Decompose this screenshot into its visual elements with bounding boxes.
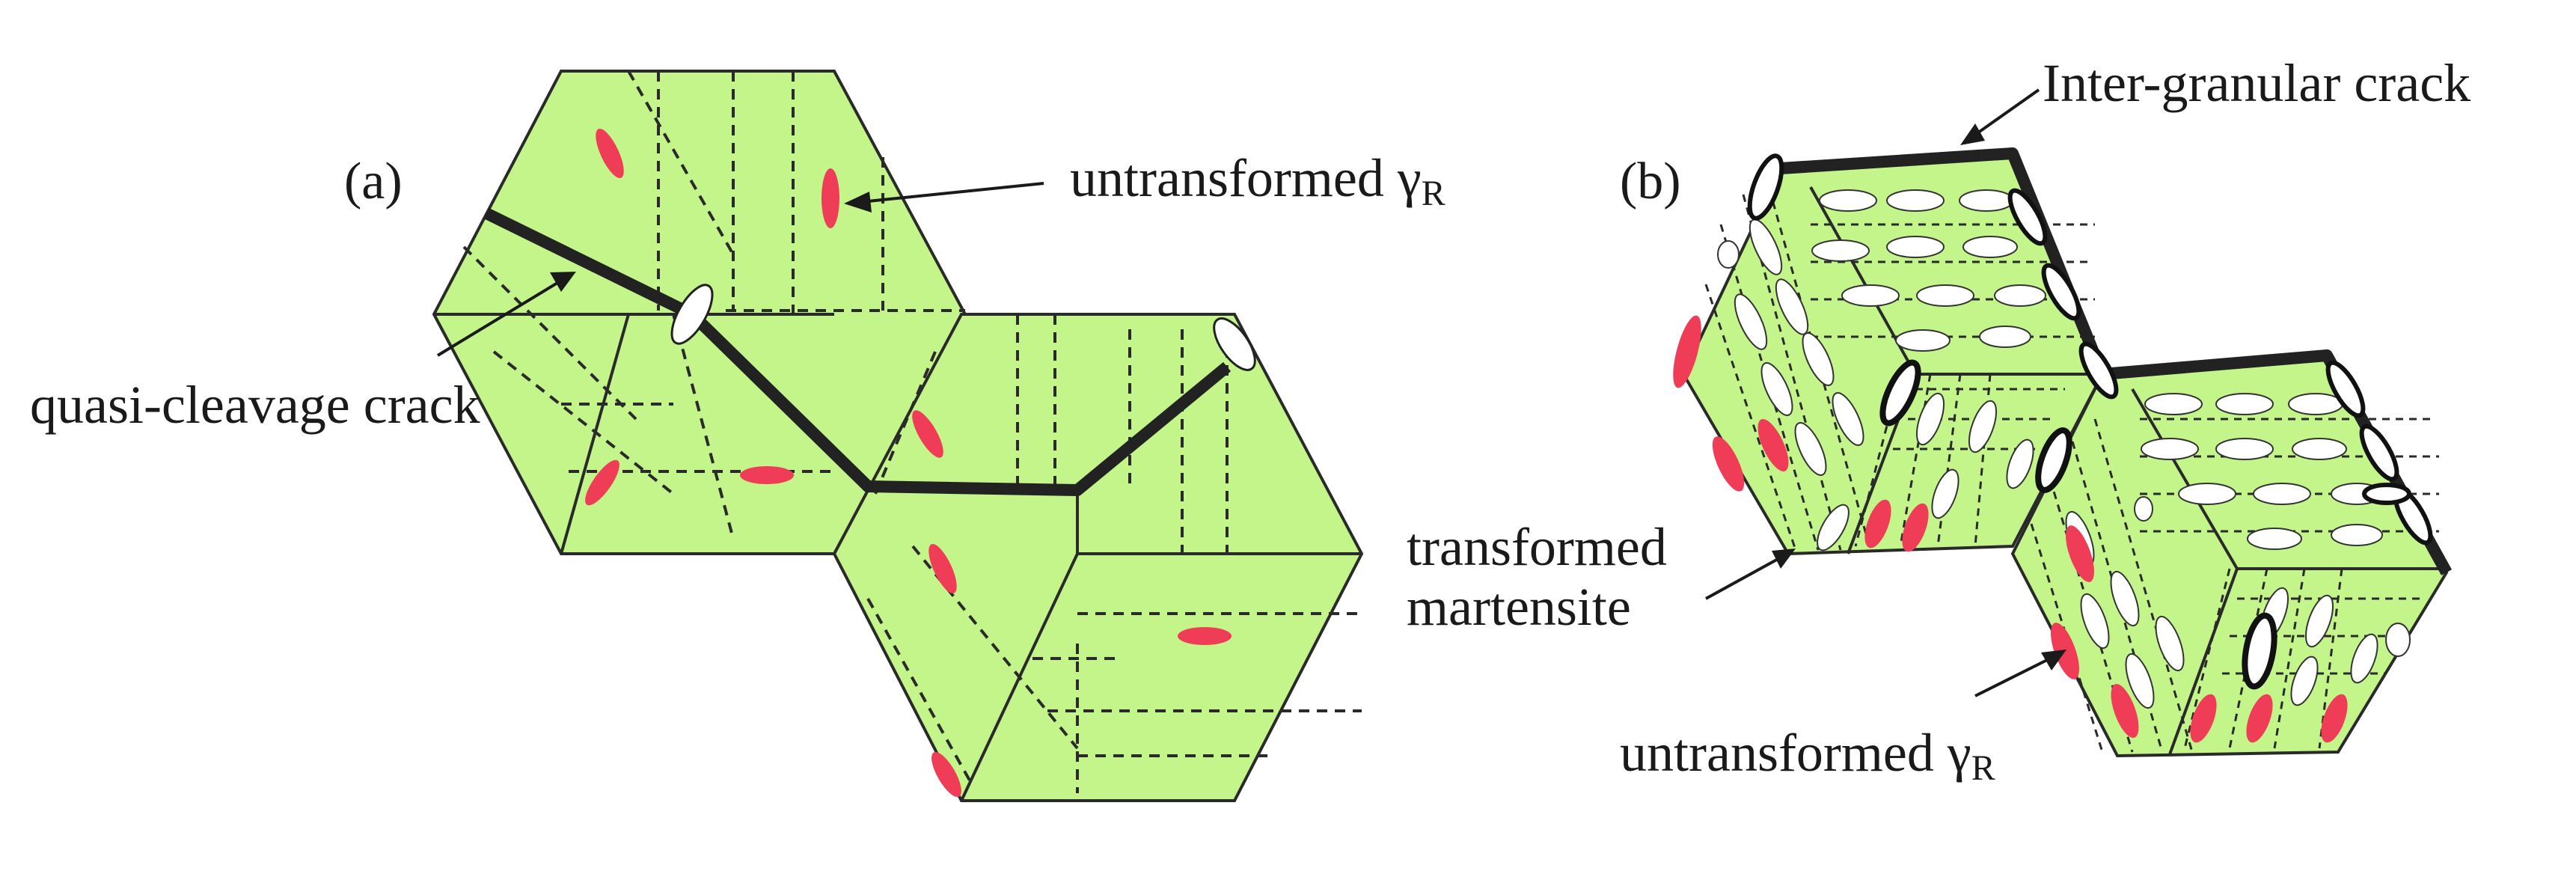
arrow-inter-granular	[1960, 88, 2040, 145]
untransformed-gamma-a8	[931, 751, 961, 798]
transformed-label: transformed	[1407, 517, 1667, 577]
untransformed-gamma-a5	[912, 410, 943, 458]
crack-martensite-b2	[2035, 427, 2072, 493]
crack-tip-martensite-a1	[670, 284, 714, 345]
panel-b: (b) Inter-granular crack transformed mar…	[1407, 53, 2471, 788]
martensite-label: martensite	[1407, 577, 1631, 637]
crack-tip-martensite-a2	[1213, 317, 1256, 371]
untransformed-gamma-b11	[2321, 694, 2348, 743]
arrow-untransformed-a	[844, 182, 1044, 213]
untransformed-gamma-b5	[1902, 503, 1929, 552]
quasi-cleavage-crack	[483, 207, 1232, 496]
panel-b-tag: (b)	[1620, 153, 1681, 210]
untransformed-gamma-a7	[1178, 627, 1232, 645]
arrow-untransformed-b	[1974, 650, 2066, 697]
untransformed-gamma-b8	[2066, 525, 2094, 582]
crack-martensite-b1	[1879, 359, 1921, 427]
untransformed-label-a: untransformed γR	[1070, 148, 1445, 213]
arrow-crack-a	[436, 272, 576, 357]
grain-a2-body	[832, 313, 1364, 802]
martensite-plates-b2	[2065, 393, 2411, 709]
untransformed-gamma-a3	[585, 459, 619, 506]
grain-a2	[832, 313, 1364, 802]
grain-b2-boundary-3	[2168, 568, 2239, 755]
small-plate-b-left	[1717, 240, 1740, 269]
quasi-cleavage-label: quasi-cleavage crack	[30, 375, 480, 435]
untransformed-gamma-b2	[1712, 436, 1745, 492]
grain-b2-boundary	[2131, 388, 2239, 570]
untransformed-gamma-b4	[1864, 499, 1891, 549]
grain-a1-boundary-2	[560, 314, 630, 554]
grain-b1	[1673, 151, 2105, 556]
grain-a2-boundary-2	[960, 553, 1079, 801]
martensite-plates-b1	[1734, 189, 2046, 551]
untransformed-gamma-a4	[740, 466, 794, 484]
untransformed-gamma-b9	[2190, 694, 2217, 743]
untransformed-gamma-a1	[596, 128, 624, 179]
inter-granular-label: Inter-granular crack	[2043, 53, 2471, 113]
untransformed-label-b: untransformed γR	[1620, 723, 1995, 788]
untransformed-gamma-b10	[2246, 694, 2273, 743]
untransformed-gamma-b3	[1757, 419, 1789, 471]
panel-a: (a) untransformed γR quasi-cleavage crac…	[30, 70, 1445, 802]
untransformed-gamma-b7	[2111, 683, 2139, 739]
panel-a-tag: (a)	[344, 153, 403, 210]
grain-b2	[2010, 353, 2449, 758]
arrow-martensite	[1705, 549, 1796, 600]
grain-a1-internal-lines	[462, 70, 965, 540]
crack-martensite-b3	[2242, 612, 2277, 690]
crack-edge-plates	[1747, 153, 2433, 546]
untransformed-gamma-b1	[1673, 315, 1701, 388]
untransformed-gamma-a6	[928, 543, 957, 594]
untransformed-gamma-a2	[822, 168, 839, 228]
